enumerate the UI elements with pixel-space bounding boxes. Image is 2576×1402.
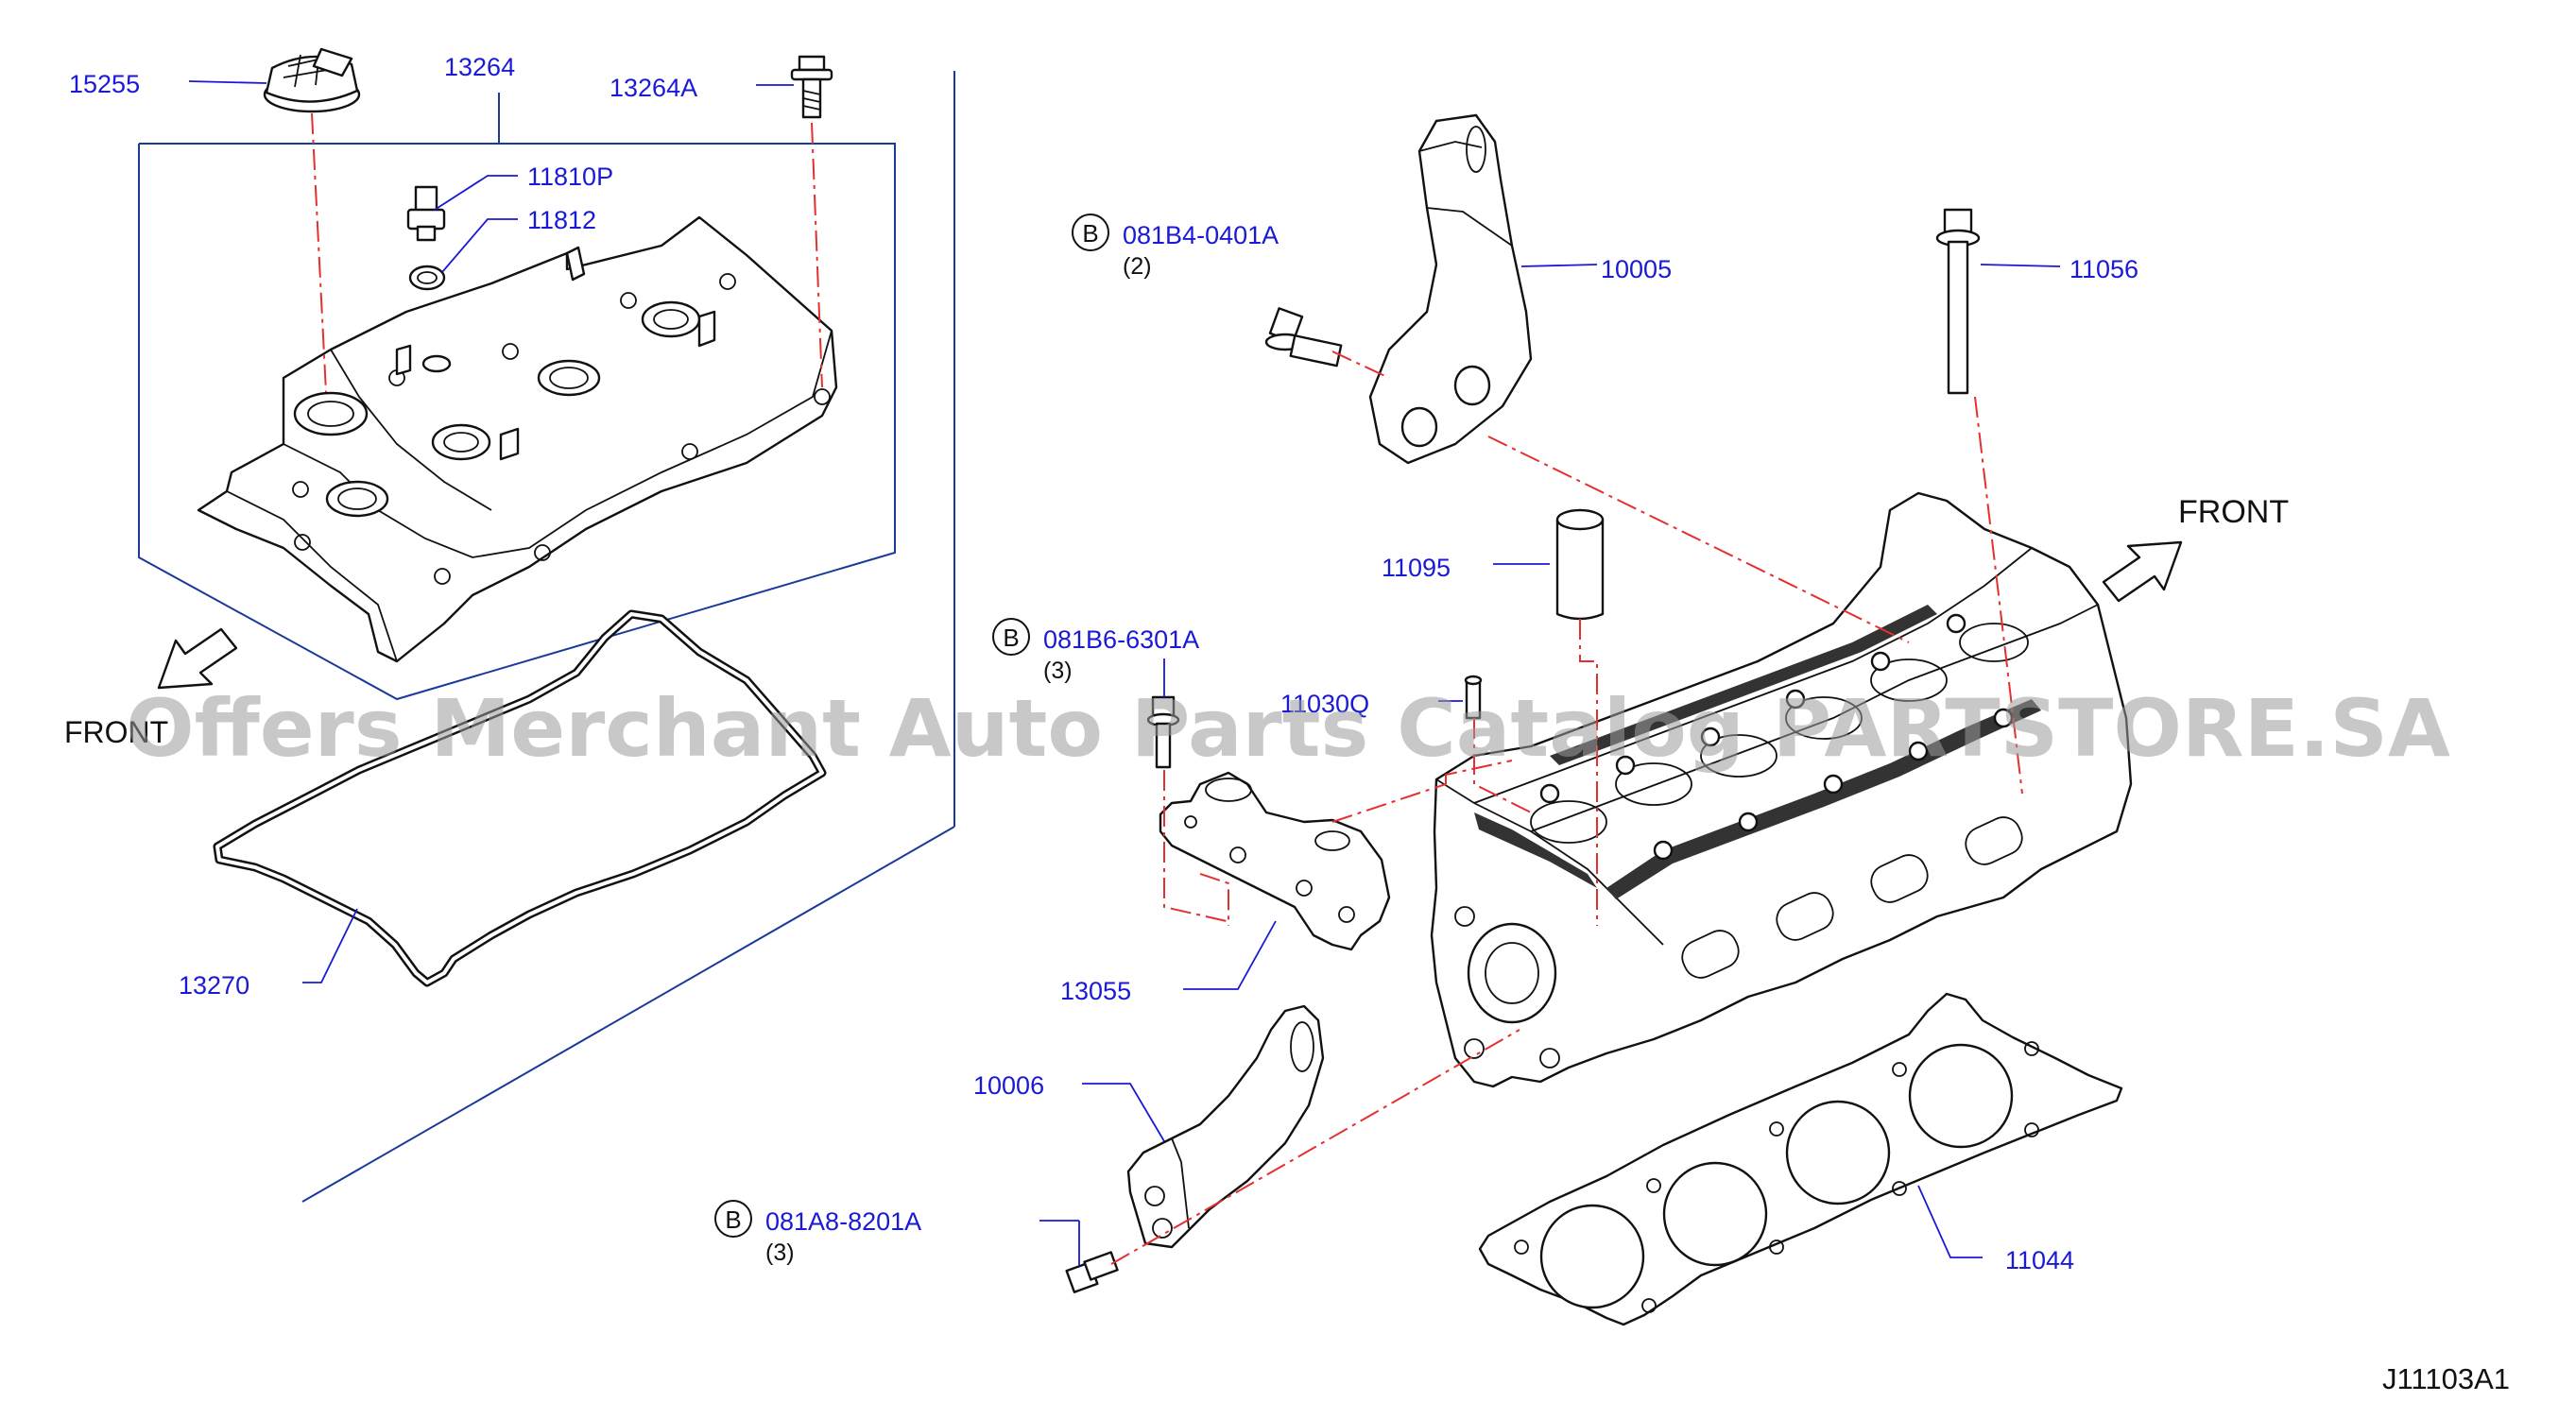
part-label-13270[interactable]: 13270 — [179, 971, 249, 1000]
bolt-badge-letter: B — [1003, 624, 1019, 652]
part-label-10006[interactable]: 10006 — [973, 1071, 1044, 1100]
part-label-11812[interactable]: 11812 — [527, 206, 596, 234]
part-label-11056[interactable]: 11056 — [2069, 255, 2138, 283]
bolt-13264a-icon — [790, 55, 833, 119]
bolt-qty: (3) — [765, 1240, 795, 1266]
bolt-badge-letter: B — [725, 1205, 741, 1234]
head-mesh-band — [1474, 605, 2041, 899]
dowel-sleeve-icon — [1555, 508, 1605, 621]
bolt-callout-081b6[interactable]: B 081B6-6301A (3) — [992, 618, 1199, 684]
part-label-11810p[interactable]: 11810P — [527, 162, 613, 191]
bolt-badge-letter: B — [1082, 219, 1098, 248]
bolt-code: 081B4-0401A — [1123, 221, 1279, 249]
front-arrow-right-icon — [2102, 540, 2183, 603]
part-label-11030q[interactable]: 11030Q — [1280, 690, 1369, 718]
part-label-13264[interactable]: 13264 — [444, 53, 515, 81]
section-frame — [301, 71, 955, 1203]
pcv-seal-icon — [408, 265, 446, 291]
engine-mount-bracket-rear-icon — [1368, 113, 1533, 465]
bolt-081a8-icon — [1065, 1251, 1119, 1293]
diagram-code: J11103A1 — [2382, 1362, 2510, 1395]
part-label-13264a[interactable]: 13264A — [610, 74, 697, 102]
head-bolt-icon — [1935, 208, 1981, 395]
bolt-badge-circle — [714, 1200, 752, 1238]
oil-filler-cap-icon — [263, 47, 361, 113]
front-arrow-left-icon — [157, 627, 238, 690]
camshaft-bracket-icon — [1159, 771, 1391, 951]
bolt-qty: (3) — [1043, 658, 1073, 684]
bolt-081b6-icon — [1146, 695, 1180, 769]
engine-mount-bracket-front-icon — [1126, 1004, 1325, 1249]
part-label-15255[interactable]: 15255 — [69, 70, 140, 98]
pcv-valve-icon — [406, 185, 446, 242]
front-label-right: FRONT — [2178, 494, 2289, 530]
valve-cover-icon — [197, 215, 838, 663]
bolt-callout-081a8[interactable]: B 081A8-8201A (3) — [714, 1200, 921, 1266]
bolt-badge-circle — [992, 618, 1030, 656]
part-label-10005[interactable]: 10005 — [1601, 255, 1672, 283]
part-labels: 15255 13264 13264A 11810P 11812 13270 10… — [69, 53, 2138, 1274]
valve-cover-gasket-icon — [213, 609, 827, 987]
valve-cover-bracket — [138, 93, 896, 701]
part-label-13055[interactable]: 13055 — [1060, 977, 1131, 1005]
leader-lines — [188, 80, 2061, 1266]
watermark: Offers Merchant Auto Parts Catalog PARTS… — [126, 682, 2450, 775]
part-label-11044[interactable]: 11044 — [2005, 1246, 2074, 1274]
front-label-left: FRONT — [64, 715, 168, 749]
bolt-callout-081b4[interactable]: B 081B4-0401A (2) — [1072, 214, 1279, 280]
bolt-qty: (2) — [1123, 253, 1152, 280]
bolt-code: 081B6-6301A — [1043, 625, 1199, 654]
bolt-badge-circle — [1072, 214, 1109, 251]
head-gasket-icon — [1478, 992, 2123, 1326]
bolt-code: 081A8-8201A — [765, 1207, 921, 1236]
bolt-081b4-icon — [1264, 307, 1343, 368]
cylinder-head-icon — [1430, 491, 2133, 1088]
part-label-11095[interactable]: 11095 — [1382, 554, 1451, 582]
assembly-lines — [311, 112, 2023, 1265]
